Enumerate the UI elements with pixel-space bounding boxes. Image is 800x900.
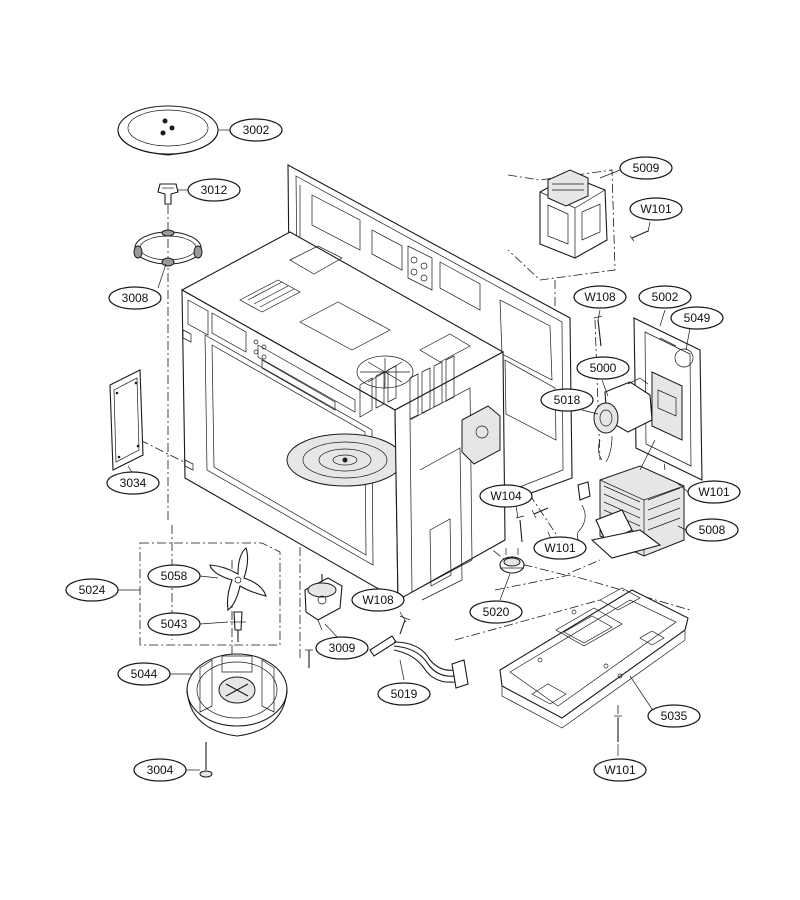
callout-label: 5002: [652, 290, 679, 304]
callout-3034: 3034: [106, 471, 160, 495]
transformer: [576, 439, 685, 559]
callout-label: 3008: [122, 291, 149, 305]
callout-label: 5058: [161, 569, 188, 583]
callout-5008: 5008: [685, 518, 739, 542]
callout-5018: 5018: [540, 388, 594, 412]
callout-3002: 3002: [229, 118, 283, 142]
oven-cavity: [180, 231, 506, 601]
turntable-motor: [304, 574, 343, 631]
callout-label: 5024: [79, 583, 106, 597]
callout-label: 5035: [661, 709, 688, 723]
callout-5019: 5019: [377, 682, 431, 706]
callout-label: 5000: [590, 361, 617, 375]
turntable-tray: [117, 105, 219, 156]
wire-harness: [369, 635, 469, 689]
vent-perforations: [239, 279, 301, 313]
leader-lines: [118, 129, 691, 771]
callout-3012: 3012: [187, 178, 241, 202]
callout-label: 5019: [391, 687, 418, 701]
fan-housing: [186, 653, 288, 737]
waveguide-cover-plate: [109, 369, 144, 471]
callout-5020: 5020: [469, 600, 523, 624]
callout-label: 3004: [147, 763, 174, 777]
callout-5002: 5002: [638, 285, 692, 309]
callout-5043: 5043: [147, 612, 201, 636]
callout-W101-transformer: W101: [687, 480, 741, 504]
callout-3004: 3004: [133, 758, 187, 782]
callout-W108-lower: W108: [351, 588, 405, 612]
fan-motor: [593, 377, 653, 463]
callout-5044: 5044: [117, 662, 171, 686]
callout-W101-base: W101: [593, 758, 647, 782]
roller-ring: [133, 229, 203, 267]
callout-label: 5044: [131, 667, 158, 681]
callout-W101-magnetron: W101: [629, 197, 683, 221]
callout-label: 5049: [684, 311, 711, 325]
callout-label: 5018: [554, 393, 581, 407]
callout-5009: 5009: [619, 156, 673, 180]
switch-mount-bracket: [633, 317, 703, 481]
callout-label: 5008: [699, 523, 726, 537]
base-plate: [499, 587, 689, 729]
callout-5049: 5049: [670, 306, 724, 330]
callout-5035: 5035: [647, 704, 701, 728]
thermal-fuse: [499, 548, 525, 574]
callout-W101-fuse: W101: [533, 536, 587, 560]
stirrer-assembly-group: [139, 542, 281, 646]
callout-label: W101: [640, 202, 672, 216]
callout-3009: 3009: [315, 636, 369, 660]
callout-label: W101: [544, 541, 576, 555]
screw-parts: [199, 315, 622, 778]
callout-label: 3002: [243, 123, 270, 137]
callout-3008: 3008: [108, 286, 162, 310]
callout-5024: 5024: [65, 578, 119, 602]
callout-5058: 5058: [147, 564, 201, 588]
callout-label: W104: [490, 489, 522, 503]
callout-W104: W104: [479, 484, 533, 508]
callout-W108-upper: W108: [573, 285, 627, 309]
callout-label: 5043: [161, 617, 188, 631]
stirrer-shaft: [230, 611, 246, 642]
callout-label: 5020: [483, 605, 510, 619]
callout-label: W108: [584, 290, 616, 304]
callout-label: W101: [698, 485, 730, 499]
callout-label: W101: [604, 763, 636, 777]
stirrer-blade: [209, 547, 267, 611]
callout-5000: 5000: [576, 356, 630, 380]
callout-label: 5009: [633, 161, 660, 175]
callout-label: 3012: [201, 183, 228, 197]
callout-label: W108: [362, 593, 394, 607]
turntable-coupler: [157, 183, 179, 205]
callout-label: 3034: [120, 476, 147, 490]
callout-label: 3009: [329, 641, 356, 655]
magnetron: [539, 169, 649, 259]
